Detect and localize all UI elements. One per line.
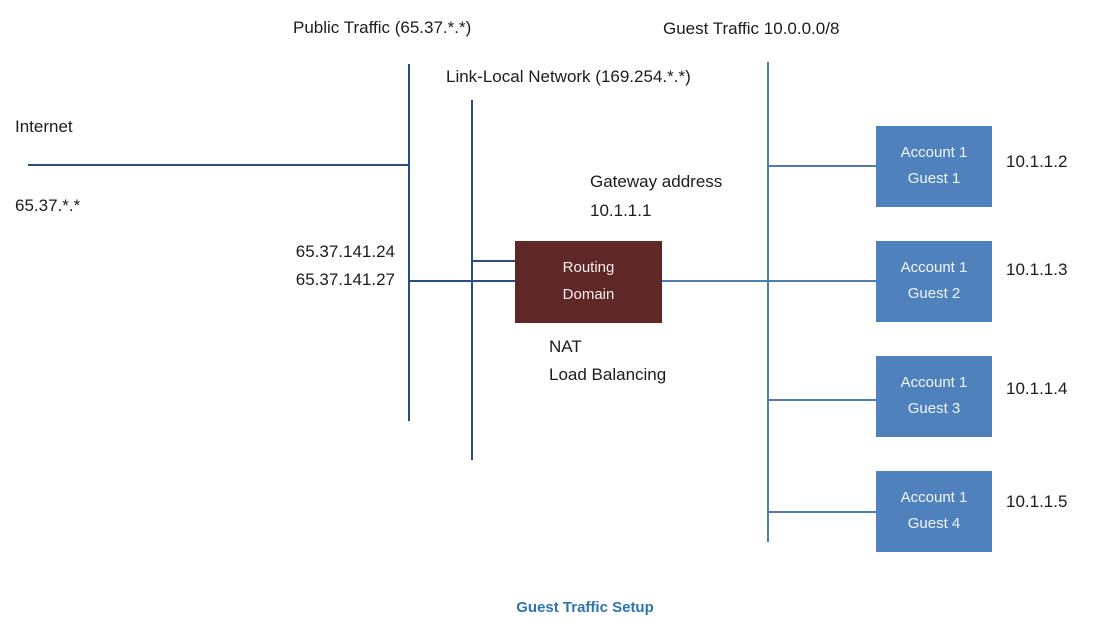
guest-box-1: Account 1 Guest 1 bbox=[876, 126, 992, 207]
gateway-address-label: Gateway address 10.1.1.1 bbox=[590, 167, 722, 225]
public-to-routing-line bbox=[410, 280, 515, 282]
routing-domain-line2: Domain bbox=[562, 286, 615, 303]
internet-ip-label: 65.37.*.* bbox=[15, 196, 81, 215]
gateway-address-line2: 10.1.1.1 bbox=[590, 201, 652, 220]
guest-3-ip-label: 10.1.1.4 bbox=[1006, 379, 1068, 398]
branch-line-guest4 bbox=[769, 511, 876, 513]
branch-line-guest1 bbox=[769, 165, 876, 167]
guest-box-2: Account 1 Guest 2 bbox=[876, 241, 992, 322]
public-traffic-trunk-line bbox=[408, 64, 410, 421]
guest-box-3-account: Account 1 bbox=[900, 374, 968, 391]
public-traffic-label: Public Traffic (65.37.*.*) bbox=[293, 18, 472, 37]
branch-line-guest3 bbox=[769, 399, 876, 401]
diagram-caption: Guest Traffic Setup bbox=[516, 599, 654, 616]
routing-domain-line1: Routing bbox=[562, 259, 615, 276]
guest-box-4-account: Account 1 bbox=[900, 489, 968, 506]
guest-traffic-label: Guest Traffic 10.0.0.0/8 bbox=[663, 19, 840, 38]
guest-4-ip-label: 10.1.1.5 bbox=[1006, 492, 1068, 511]
guest-1-ip-label: 10.1.1.2 bbox=[1006, 152, 1068, 171]
internet-label: Internet bbox=[15, 117, 73, 136]
guest-box-1-account: Account 1 bbox=[900, 144, 968, 161]
public-ip-1-label: 65.37.141.24 bbox=[295, 242, 395, 261]
public-ip-2-label: 65.37.141.27 bbox=[295, 270, 395, 289]
guest-box-4: Account 1 Guest 4 bbox=[876, 471, 992, 552]
nat-label: NAT bbox=[549, 337, 582, 356]
guest-2-ip-label: 10.1.1.3 bbox=[1006, 260, 1068, 279]
guest-box-1-guest: Guest 1 bbox=[907, 170, 961, 187]
guest-box-2-guest: Guest 2 bbox=[907, 285, 961, 302]
routing-to-guest2-line bbox=[662, 280, 876, 282]
routing-domain-box: Routing Domain bbox=[515, 241, 662, 323]
internet-line bbox=[28, 164, 410, 166]
guest-box-2-account: Account 1 bbox=[900, 259, 968, 276]
guest-traffic-trunk-line bbox=[767, 62, 769, 542]
guest-box-4-guest: Guest 4 bbox=[907, 515, 961, 532]
guest-box-3: Account 1 Guest 3 bbox=[876, 356, 992, 437]
linklocal-to-routing-line bbox=[473, 260, 515, 262]
gateway-address-line1: Gateway address bbox=[590, 172, 723, 191]
load-balancing-label: Load Balancing bbox=[549, 365, 667, 384]
link-local-label: Link-Local Network (169.254.*.*) bbox=[446, 67, 691, 86]
guest-box-3-guest: Guest 3 bbox=[907, 400, 961, 417]
